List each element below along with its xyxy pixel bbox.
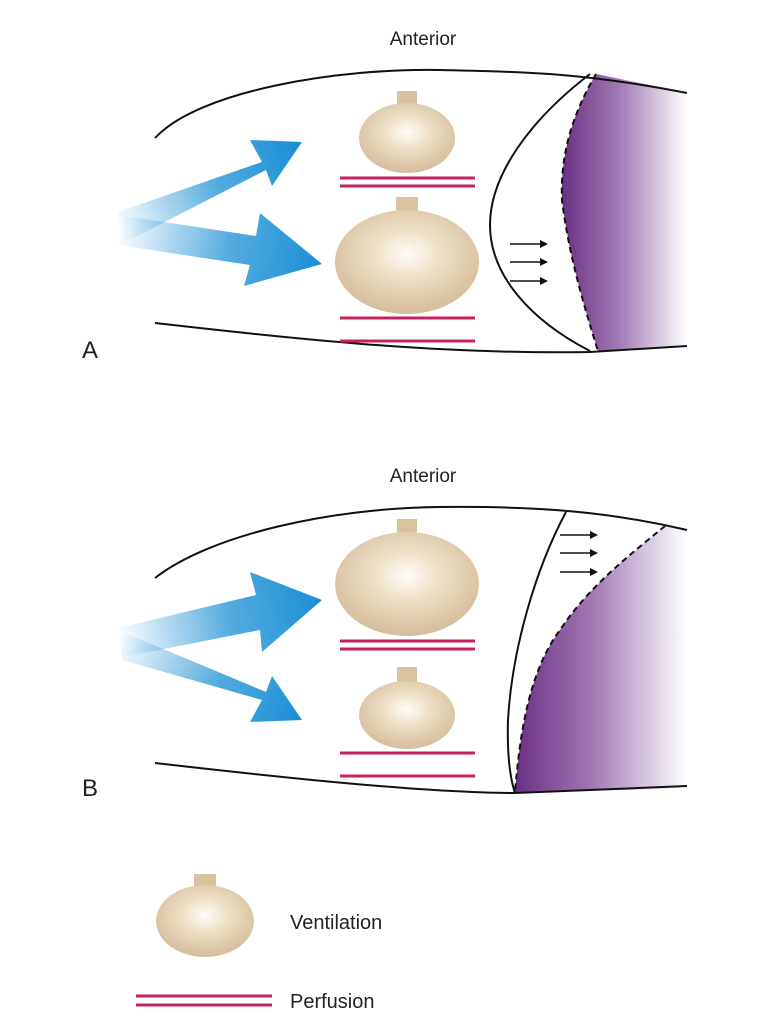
panel-a-ventilation-arrow-lower [118, 213, 322, 286]
panel-b-perfusion-lower [340, 751, 475, 778]
panel-a-ventilation-arrow-upper [118, 140, 302, 244]
panel-a-perfusion-upper [340, 176, 475, 188]
legend-ventilation-label: Ventilation [290, 912, 382, 934]
panel-a-diaphragm [561, 74, 687, 351]
legend-ventilation-icon [156, 874, 254, 957]
panel-a-outline-bottom [154, 322, 688, 354]
panel-b-dashed-boundary [514, 525, 666, 794]
panel-b-diaphragm [515, 526, 687, 793]
panel-b-outline-top [154, 505, 688, 579]
panel-a-alveolus-lower [335, 197, 479, 314]
panel-a-outline-top [154, 68, 688, 139]
panel-a-alveolus-upper [359, 91, 455, 173]
panel-b-outline-bottom [154, 762, 688, 795]
panel-a-motion-arrows [510, 240, 548, 285]
legend-perfusion-icon [136, 994, 272, 1007]
legend: Ventilation Perfusion [136, 874, 382, 1013]
panel-b: Anterior [82, 466, 688, 802]
panel-a-solid-boundary [488, 73, 591, 352]
panel-a-perfusion-lower [340, 316, 475, 343]
panel-b-anterior-label: Anterior [390, 466, 457, 487]
panel-b-letter: B [82, 775, 98, 802]
panel-b-solid-boundary [506, 511, 567, 794]
panel-b-perfusion-upper [340, 639, 475, 651]
legend-perfusion-label: Perfusion [290, 991, 375, 1013]
panel-a: Anterior [82, 29, 688, 364]
panel-b-ventilation-arrow-upper [118, 572, 322, 658]
panel-a-dashed-boundary [560, 73, 599, 352]
panel-a-letter: A [82, 337, 98, 364]
panel-a-anterior-label: Anterior [390, 29, 457, 50]
panel-b-alveolus-upper [335, 519, 479, 636]
panel-b-ventilation-arrow-lower [118, 630, 302, 722]
panel-b-alveolus-lower [359, 667, 455, 749]
panel-b-motion-arrows [560, 531, 598, 576]
